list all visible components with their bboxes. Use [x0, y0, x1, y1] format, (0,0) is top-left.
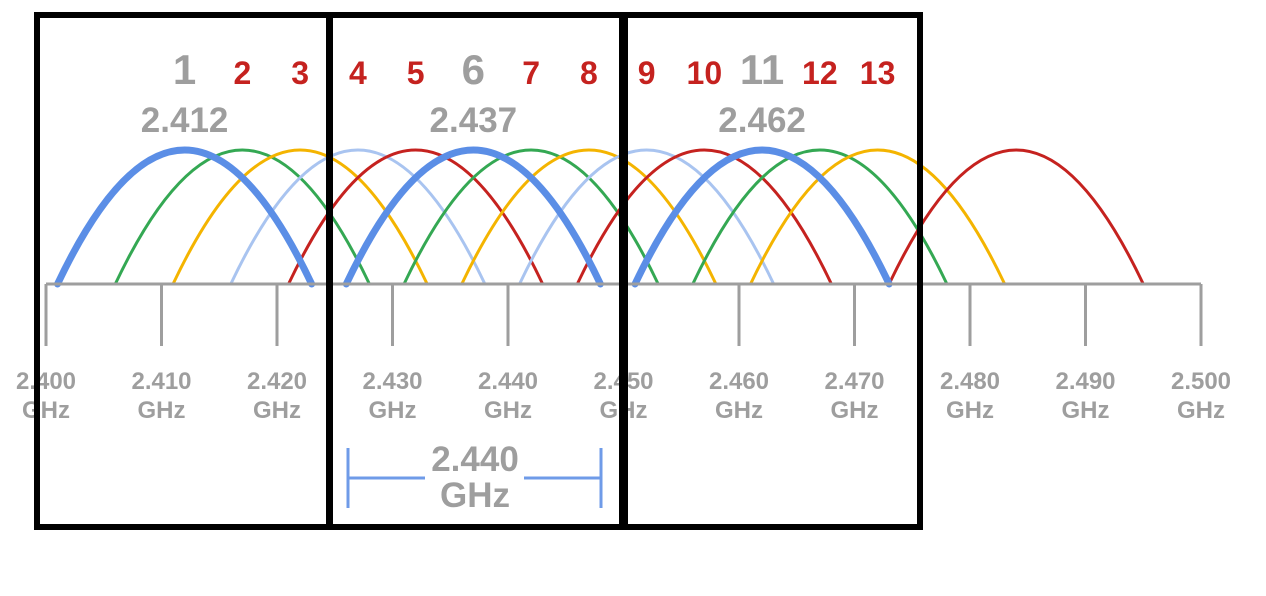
center-frequency-label: 2.462 — [718, 101, 806, 140]
channel-2-arc — [113, 148, 371, 286]
channel-number-label: 13 — [860, 55, 896, 91]
bandwidth-indicator: 2.440 GHz — [346, 440, 603, 515]
channel-8-arc — [460, 148, 718, 286]
channel-number-label: 1 — [173, 46, 196, 93]
tick-unit: GHz — [369, 397, 417, 424]
bandwidth-unit: GHz — [440, 476, 510, 515]
channel-number-label: 2 — [233, 55, 251, 91]
channel-number-label: 9 — [638, 55, 656, 91]
channel-1-arc — [54, 146, 316, 288]
channel-group-box — [622, 12, 923, 530]
channel-4-arc — [229, 148, 487, 286]
tick-unit: GHz — [22, 397, 70, 424]
tick-value: 2.430 — [362, 368, 422, 395]
channel-6-arc — [342, 146, 604, 288]
tick-unit: GHz — [138, 397, 186, 424]
channel-number-label: 6 — [462, 46, 485, 93]
center-frequency-label: 2.412 — [141, 101, 229, 140]
channel-number-label: 10 — [687, 55, 723, 91]
tick-unit: GHz — [831, 397, 879, 424]
tick-unit: GHz — [253, 397, 301, 424]
tick-value: 2.470 — [824, 368, 884, 395]
non-overlapping-channel-boxes — [34, 12, 923, 530]
tick-unit: GHz — [1062, 397, 1110, 424]
tick-value: 2.410 — [131, 368, 191, 395]
channel-10-arc — [575, 148, 833, 286]
channel-13-arc — [749, 148, 1007, 286]
center-frequency-label: 2.437 — [430, 101, 518, 140]
tick-unit: GHz — [1177, 397, 1225, 424]
center-frequency-labels: 2.412 2.437 2.462 — [141, 101, 806, 140]
tick-value: 2.400 — [16, 368, 76, 395]
channel-extra-arc — [887, 148, 1145, 286]
tick-unit: GHz — [715, 397, 763, 424]
tick-unit: GHz — [946, 397, 994, 424]
channel-number-label: 11 — [740, 46, 784, 93]
tick-value: 2.460 — [709, 368, 769, 395]
channel-number-label: 5 — [407, 55, 425, 91]
tick-value: 2.420 — [247, 368, 307, 395]
tick-value: 2.490 — [1055, 368, 1115, 395]
channel-number-label: 4 — [349, 55, 367, 91]
channel-3-arc — [171, 148, 429, 286]
tick-value: 2.440 — [478, 368, 538, 395]
channel-arcs — [54, 146, 1145, 288]
channel-12-arc — [691, 148, 949, 286]
tick-value: 2.500 — [1171, 368, 1231, 395]
tick-unit: GHz — [484, 397, 532, 424]
channel-number-label: 12 — [802, 55, 838, 91]
channel-number-label: 8 — [580, 55, 598, 91]
channel-11-arc — [631, 146, 893, 288]
bandwidth-value: 2.440 — [431, 440, 519, 479]
channel-5-arc — [287, 148, 545, 286]
channel-9-arc — [518, 148, 776, 286]
channel-number-label: 7 — [522, 55, 540, 91]
channel-number-label: 3 — [291, 55, 309, 91]
tick-value: 2.480 — [940, 368, 1000, 395]
